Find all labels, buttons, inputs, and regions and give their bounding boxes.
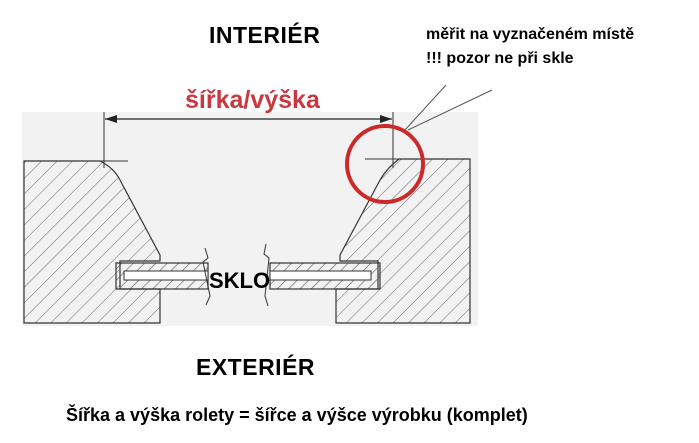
measure-point-circle — [345, 124, 425, 204]
break-line-right — [263, 243, 270, 307]
dimension-arrow-right — [380, 115, 392, 123]
dimension-label: šířka/výška — [185, 86, 320, 114]
note-measure-line: měřit na vyznačeném místě — [426, 26, 635, 43]
glass-label: SKLO — [209, 268, 271, 293]
note-pointer-line-2 — [407, 89, 493, 131]
break-line-left — [202, 247, 211, 306]
note-pointer-line-1 — [404, 84, 447, 131]
glass-slot-left — [123, 270, 209, 281]
glass-slot-right — [269, 270, 372, 281]
exterior-label: EXTERIÉR — [196, 354, 316, 380]
interior-label: INTERIÉR — [209, 22, 321, 48]
dimension-arrow-left — [105, 115, 117, 123]
note-warning-line: !!! pozor ne při skle — [426, 50, 574, 67]
bottom-caption: Šířka a výška rolety = šířce a výšce výr… — [66, 405, 528, 425]
